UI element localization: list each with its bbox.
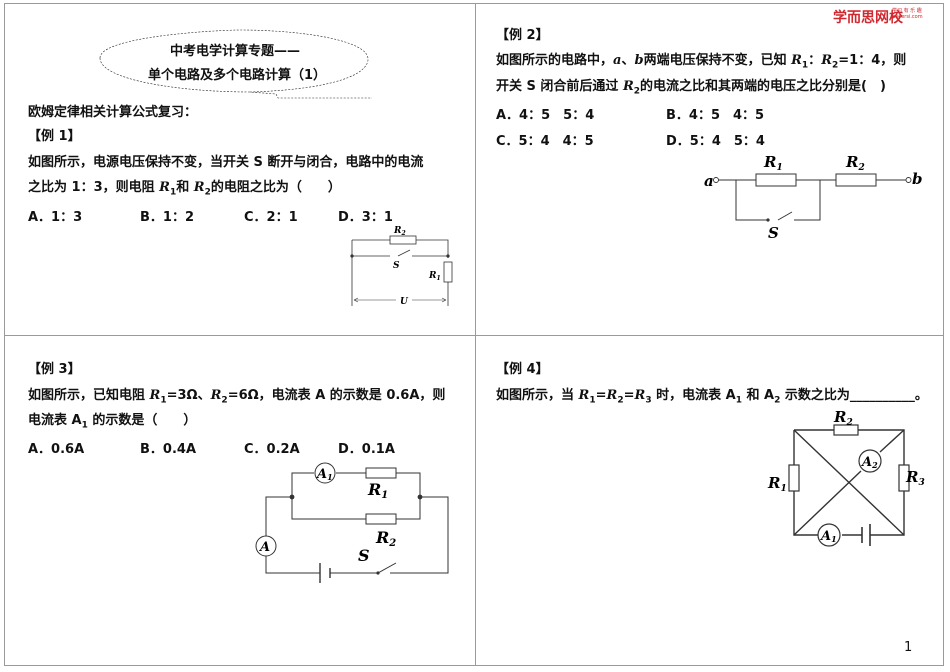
ex1-option-c: C．2：1 [244, 210, 298, 225]
ex4-ammeter-a2 [858, 449, 882, 473]
ex1-line2: 之比为 1：3，则电阻 R1和 R2的电阻之比为（ ） [28, 180, 341, 198]
ex4-label-r3: R3 [905, 468, 925, 488]
ex3-option-b: B．0.4A [140, 442, 196, 457]
ex3-option-d: D．0.1A [338, 442, 395, 457]
ex3-ammeter-a1 [314, 462, 336, 484]
ex3-label-r1: R1 [367, 480, 388, 501]
ex2-circuit-diagram: a b R1 R2 S [704, 153, 923, 242]
ex1-circuit-diagram: R2 S R1 U [350, 226, 453, 307]
ex1-label-s: S [393, 261, 400, 271]
ex1-resistor-r1 [443, 261, 453, 283]
title-line1: 中考电学计算专题—— [170, 44, 301, 59]
review-heading: 欧姆定律相关计算公式复习： [28, 105, 198, 120]
ex1-option-d: D．3：1 [338, 210, 393, 225]
ex3-circuit-diagram: A1 R1 A R2 S [255, 462, 449, 583]
ex3-battery [319, 563, 331, 583]
ex1-option-a: A．1：3 [28, 210, 83, 225]
ex2-line1: 如图所示的电路中，a、b两端电压保持不变，已知 R1：R2=1：4，则 [496, 53, 907, 71]
ex2-option-c: C．5：4 4：5 [496, 134, 594, 149]
ex2-resistor-r2 [835, 173, 877, 187]
ex2-label: 【例 2】 [496, 28, 549, 43]
ex1-line1: 如图所示，电源电压保持不变，当开关 S 断开与闭合，电路中的电流 [28, 155, 424, 170]
vertical-divider [475, 3, 476, 666]
page-number: 1 [904, 640, 913, 655]
ex4-ammeter-a1 [817, 523, 841, 547]
ex3-label-r2: R2 [375, 528, 396, 549]
ex4-line1: 如图所示，当 R1=R2=R3 时，电流表 A1 和 A2 示数之比为_____… [496, 388, 928, 406]
ex2-label-s: S [768, 224, 779, 242]
ex3-label-s: S [358, 546, 370, 565]
ex2-line2: 开关 S 闭合前后通过 R2的电流之比和其两端的电压之比分别是( ) [496, 79, 886, 97]
ex3-label-a1: A1 [315, 467, 333, 482]
ex4-circuit-diagram: R2 A2 R1 R3 A1 [767, 408, 925, 547]
ex4-label-r2: R2 [833, 408, 853, 428]
ex4-label-a1: A1 [819, 529, 837, 544]
ex3-resistor-r2 [365, 513, 397, 525]
logo-slogan: 学习 有 乐 趣 [892, 8, 922, 14]
ex2-option-b: B．4：5 4：5 [666, 108, 765, 123]
ex2-label-b: b [912, 170, 923, 188]
ex2-label-r1: R1 [763, 153, 783, 173]
title-line2: 单个电路及多个电路计算（1） [148, 68, 327, 83]
ex3-label: 【例 3】 [28, 362, 81, 377]
ex2-label-r2: R2 [845, 153, 865, 173]
ex2-option-d: D．5：4 5：4 [666, 134, 765, 149]
ex1-label: 【例 1】 [28, 129, 81, 144]
ex2-resistor-r1 [755, 173, 797, 187]
ex4-resistor-r3 [898, 464, 910, 492]
title-cloud [99, 29, 372, 99]
ex4-resistor-r2 [833, 424, 859, 436]
ex3-line1: 如图所示，已知电阻 R1=3Ω、R2=6Ω，电流表 A 的示数是 0.6A，则 [28, 388, 446, 406]
ex3-label-a: A [258, 540, 270, 555]
ex3-option-a: A．0.6A [28, 442, 85, 457]
horizontal-divider [4, 335, 944, 336]
logo-text: 学而思网校 [833, 10, 903, 26]
ex2-label-a: a [704, 172, 714, 190]
ex3-line2: 电流表 A1 的示数是（ ） [28, 413, 197, 431]
ex4-label: 【例 4】 [496, 362, 549, 377]
ex4-label-r1: R1 [767, 474, 787, 494]
ex1-resistor-r2 [389, 235, 417, 245]
logo-domain: xueersi.com [892, 14, 923, 20]
ex3-ammeter-a [255, 535, 277, 557]
ex1-option-b: B．1：2 [140, 210, 194, 225]
ex1-label-u: U [400, 297, 409, 307]
ex3-resistor-r1 [365, 467, 397, 479]
ex1-label-r2: R2 [393, 226, 406, 237]
brand-logo: 学而思网校 [833, 7, 903, 27]
ex4-resistor-r1 [788, 464, 800, 492]
slide-frame [4, 3, 944, 666]
ex1-label-r1: R1 [428, 271, 441, 282]
ex3-option-c: C．0.2A [244, 442, 300, 457]
ex2-option-a: A．4：5 5：4 [496, 108, 595, 123]
ex4-battery [861, 524, 871, 546]
ex4-label-a2: A2 [860, 455, 878, 470]
